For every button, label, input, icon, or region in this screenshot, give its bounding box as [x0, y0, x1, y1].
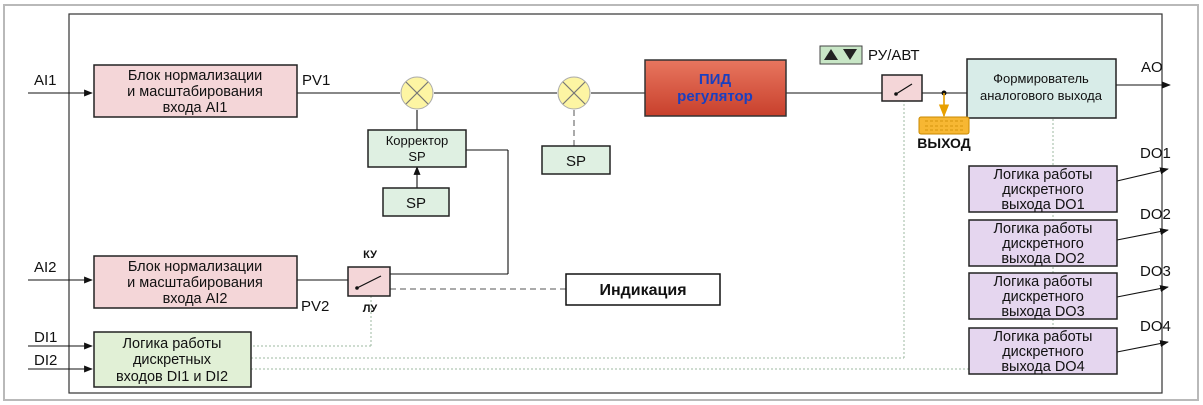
normalization-block-ai1	[93, 64, 298, 118]
do3-line3: выхода DO3	[1001, 304, 1084, 320]
pv2-label: PV2	[301, 298, 329, 315]
indication-block	[565, 273, 721, 306]
ku-label: КУ	[363, 249, 377, 261]
do4-logic-block	[968, 327, 1118, 375]
summer-1	[400, 76, 434, 110]
do2-label: DO2	[1140, 206, 1171, 223]
do1-line1: Логика работы	[994, 167, 1093, 183]
sp-upper-label: SP	[566, 153, 586, 170]
do4-line1: Логика работы	[994, 329, 1093, 345]
pid-line1: ПИД	[699, 71, 732, 88]
do1-line2: дискретного	[1002, 182, 1084, 198]
summer-2	[557, 76, 591, 110]
di-logic-line1: Логика работы	[123, 336, 222, 352]
analog-output-former-block	[966, 58, 1117, 119]
ku-lu-switch	[347, 266, 391, 297]
norm-ai2-line1: Блок нормализации	[128, 259, 262, 275]
sp-block-upper	[541, 145, 611, 175]
pv1-label: PV1	[302, 72, 330, 89]
do2-line1: Логика работы	[994, 221, 1093, 237]
ai2-label: AI2	[34, 259, 57, 276]
pid-controller-block	[644, 59, 787, 117]
ai1-label: AI1	[34, 72, 57, 89]
pid-line2: регулятор	[677, 88, 753, 105]
do2-logic-block	[968, 219, 1118, 267]
do1-logic-block	[968, 165, 1118, 213]
normalization-block-ai2	[93, 255, 298, 309]
norm-ai1-line2: и масштабирования	[127, 84, 263, 100]
ao-label: AO	[1141, 59, 1163, 76]
do1-line3: выхода DO1	[1001, 197, 1084, 213]
ao-former-line2: аналогового выхода	[980, 88, 1103, 103]
inner-frame	[68, 13, 1163, 394]
norm-ai1-line3: входа AI1	[163, 100, 228, 116]
do3-label: DO3	[1140, 263, 1171, 280]
do4-line2: дискретного	[1002, 344, 1084, 360]
sp-corrector-block	[367, 129, 467, 168]
ru-avt-label: РУ/АВТ	[868, 47, 920, 64]
manual-auto-switch	[881, 74, 923, 102]
di1-label: DI1	[34, 329, 57, 346]
up-down-arrows-icon	[819, 45, 863, 65]
di2-label: DI2	[34, 352, 57, 369]
do4-label: DO4	[1140, 318, 1171, 335]
sp-block-lower	[382, 187, 450, 217]
do3-line1: Логика работы	[994, 274, 1093, 290]
do2-line3: выхода DO2	[1001, 251, 1084, 267]
output-display-icon	[918, 116, 970, 135]
do3-line2: дискретного	[1002, 289, 1084, 305]
do3-logic-block	[968, 272, 1118, 320]
do1-label: DO1	[1140, 145, 1171, 162]
corrector-line2: SP	[408, 149, 425, 164]
do4-line3: выхода DO4	[1001, 359, 1084, 375]
norm-ai2-line3: входа AI2	[163, 291, 228, 307]
indication-label: Индикация	[599, 282, 686, 299]
norm-ai2-line2: и масштабирования	[127, 275, 263, 291]
di-logic-block	[93, 331, 252, 388]
output-label: ВЫХОД	[917, 135, 970, 151]
di-logic-line3: входов DI1 и DI2	[116, 369, 228, 385]
di-logic-line2: дискретных	[133, 352, 212, 368]
ao-former-line1: Формирователь	[993, 71, 1089, 86]
norm-ai1-line1: Блок нормализации	[128, 68, 262, 84]
lu-label: ЛУ	[363, 303, 378, 315]
do2-line2: дискретного	[1002, 236, 1084, 252]
corrector-line1: Корректор	[386, 133, 449, 148]
sp-lower-label: SP	[406, 195, 426, 212]
